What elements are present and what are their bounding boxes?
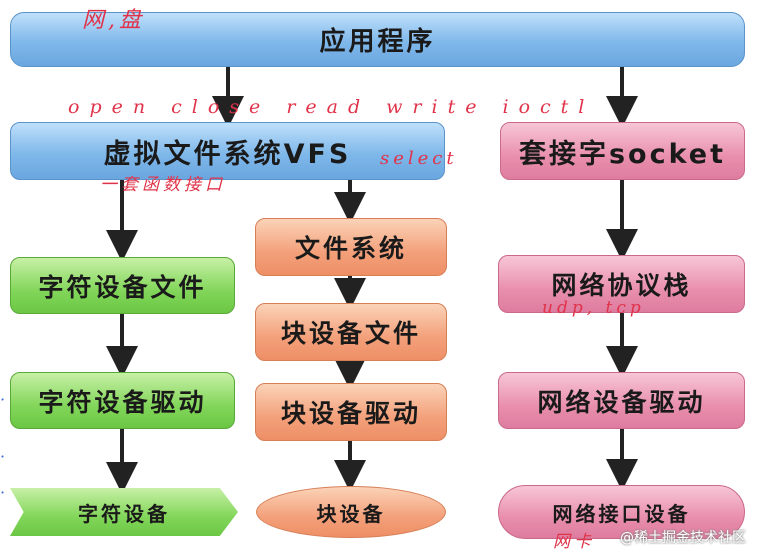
net-interface-device-box: 网络接口设备	[498, 485, 745, 539]
margin-mark-2: ·	[0, 447, 6, 466]
margin-mark-3: ·	[0, 483, 6, 502]
block-device-file-box: 块设备文件	[255, 303, 447, 361]
annotation-nic: 网卡	[553, 532, 595, 552]
block-device-driver-box: 块设备驱动	[255, 383, 447, 441]
annotation-ops: open close read write ioctl	[68, 96, 595, 118]
watermark: @稀土掘金技术社区	[620, 530, 746, 546]
annotation-protocol: udp, tcp	[542, 298, 645, 318]
net-protocol-stack-box: 网络协议栈	[498, 255, 745, 313]
margin-mark-1: ·	[0, 390, 6, 409]
net-device-driver-box: 网络设备驱动	[498, 372, 745, 429]
vfs-box: 虚拟文件系统VFS	[10, 122, 445, 180]
char-device-file-box: 字符设备文件	[10, 257, 235, 314]
file-system-box: 文件系统	[255, 218, 447, 276]
char-device-box: 字符设备	[10, 488, 238, 536]
annotation-interface: 一套函数接口	[100, 175, 226, 195]
application-box: 应用程序	[10, 12, 745, 67]
annotation-top: 网,盘	[82, 8, 145, 33]
annotation-select: select	[380, 148, 458, 169]
block-device-box: 块设备	[256, 486, 446, 538]
char-device-driver-box: 字符设备驱动	[10, 372, 235, 429]
socket-box: 套接字socket	[500, 122, 745, 180]
